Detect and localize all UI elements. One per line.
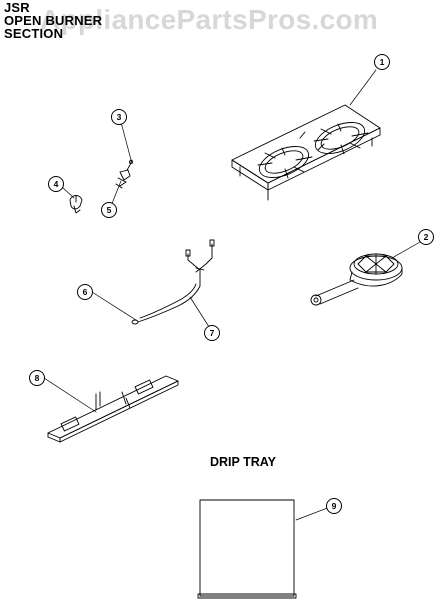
callout-1: 1 xyxy=(374,54,390,70)
callout-circle xyxy=(204,325,220,341)
burner-drawing xyxy=(310,253,403,306)
callout-number: 8 xyxy=(35,373,40,383)
pilot-valve-drawing xyxy=(69,195,83,214)
callout-circle xyxy=(326,498,342,514)
title-line-1: JSR xyxy=(4,0,30,15)
callout-circle xyxy=(418,229,434,245)
title-line-2: OPEN BURNER xyxy=(4,13,103,28)
drip-tray-label: DRIP TRAY xyxy=(210,455,276,469)
callout-number: 6 xyxy=(83,287,88,297)
callout-circle xyxy=(29,370,45,386)
pilot-assembly-drawing xyxy=(115,159,133,189)
callout-circle xyxy=(374,54,390,70)
callout-circle xyxy=(111,109,127,125)
callout-5: 5 xyxy=(101,202,117,218)
callout-6: 6 xyxy=(77,284,93,300)
mounting-bracket-drawing xyxy=(47,375,179,443)
callout-number: 3 xyxy=(117,112,122,122)
burner-grate-drawing xyxy=(231,104,381,201)
callout-8: 8 xyxy=(29,370,45,386)
callout-group: 1 2 3 4 5 6 7 8 9 xyxy=(29,54,434,514)
title-line-3: SECTION xyxy=(4,26,64,41)
callout-9: 9 xyxy=(326,498,342,514)
leader-lines xyxy=(43,69,421,521)
callout-2: 2 xyxy=(418,229,434,245)
callout-3: 3 xyxy=(111,109,127,125)
callout-7: 7 xyxy=(204,325,220,341)
callout-number: 2 xyxy=(424,232,429,242)
callout-number: 4 xyxy=(54,179,59,189)
drip-tray-drawing xyxy=(197,499,297,599)
callout-number: 1 xyxy=(380,57,385,67)
watermark: AppliancePartsPros.com xyxy=(40,4,379,35)
callout-number: 5 xyxy=(107,205,112,215)
callout-number: 7 xyxy=(210,328,215,338)
gas-tubing-drawing xyxy=(131,239,215,325)
callout-circle xyxy=(48,176,64,192)
callout-number: 9 xyxy=(332,501,337,511)
callout-circle xyxy=(101,202,117,218)
callout-4: 4 xyxy=(48,176,64,192)
callout-circle xyxy=(77,284,93,300)
